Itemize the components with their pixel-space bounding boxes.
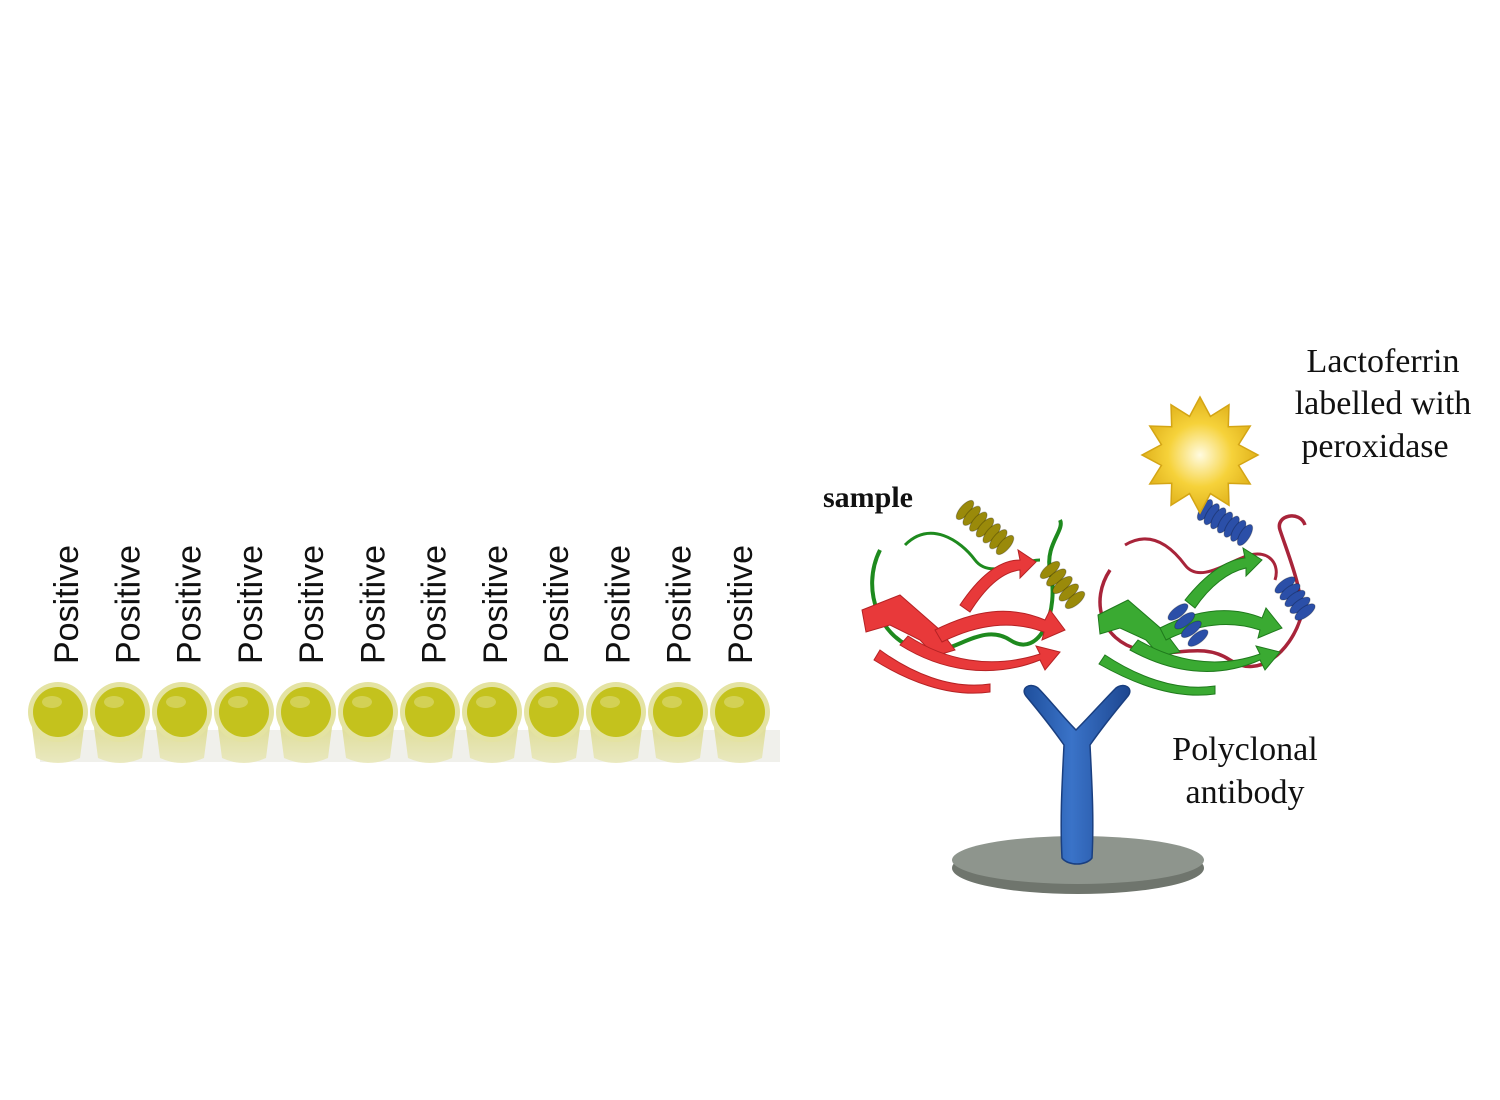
well-liquid xyxy=(467,687,517,737)
well-highlight xyxy=(600,696,620,708)
sample-beta-sheet xyxy=(959,548,1037,613)
conjugate-helix xyxy=(1274,576,1316,621)
helix-turn xyxy=(1236,523,1254,547)
conjugate-label-line: labelled with xyxy=(1295,385,1472,422)
conjugate-protein xyxy=(1097,498,1316,696)
well-label: Positive xyxy=(416,545,454,664)
well-label: Positive xyxy=(232,545,270,664)
well xyxy=(524,682,584,763)
conjugate-beta-sheet xyxy=(1184,546,1263,609)
well-liquid xyxy=(219,687,269,737)
conjugate-label-line: peroxidase xyxy=(1301,428,1448,465)
well xyxy=(90,682,150,763)
helix-turn xyxy=(1180,620,1202,639)
conjugate-label: Lactoferrin labelled with peroxidase xyxy=(1295,343,1472,465)
antibody-icon xyxy=(1023,684,1131,865)
conjugate-beta-sheet xyxy=(1129,639,1281,672)
sample-beta-sheet xyxy=(899,635,1061,672)
helix-turn xyxy=(1174,611,1196,630)
conjugate-label-line: Lactoferrin xyxy=(1307,343,1460,380)
well-highlight xyxy=(352,696,372,708)
well xyxy=(214,682,274,763)
well-label: Positive xyxy=(661,545,699,664)
well-liquid xyxy=(405,687,455,737)
well-highlight xyxy=(290,696,310,708)
well-liquid xyxy=(33,687,83,737)
well xyxy=(28,682,88,763)
conjugate-coil xyxy=(1124,537,1278,581)
well-highlight xyxy=(166,696,186,708)
well-label: Positive xyxy=(293,545,331,664)
antibody-label-line: antibody xyxy=(1186,774,1305,811)
sample-beta-sheet xyxy=(873,649,991,694)
well xyxy=(462,682,522,763)
sample-helix xyxy=(1039,560,1086,610)
sample-label: sample xyxy=(823,481,913,514)
well-highlight xyxy=(228,696,248,708)
well-highlight xyxy=(662,696,682,708)
well xyxy=(400,682,460,763)
conjugate-helix xyxy=(1167,603,1209,647)
well-liquid xyxy=(343,687,393,737)
conjugate-coil xyxy=(1098,514,1307,669)
well-label: Positive xyxy=(171,545,209,664)
well-label: Positive xyxy=(477,545,515,664)
sample-beta-sheet xyxy=(934,609,1066,643)
well-label: Positive xyxy=(109,545,147,664)
helix-turn xyxy=(1294,603,1316,621)
sample-helix xyxy=(955,499,1015,556)
well-liquid xyxy=(95,687,145,737)
antibody-label: Polyclonal antibody xyxy=(1172,731,1317,811)
conjugate-helix xyxy=(1196,498,1254,547)
well xyxy=(338,682,398,763)
well-liquid xyxy=(653,687,703,737)
well-highlight xyxy=(104,696,124,708)
antibody-shape xyxy=(1023,684,1131,865)
well-label: Positive xyxy=(48,545,86,664)
well xyxy=(586,682,646,763)
well xyxy=(710,682,770,763)
well-highlight xyxy=(724,696,744,708)
well-liquid xyxy=(591,687,641,737)
well-label: Positive xyxy=(538,545,576,664)
helix-turn xyxy=(1167,603,1189,621)
well-highlight xyxy=(414,696,434,708)
well-liquid xyxy=(715,687,765,737)
well xyxy=(152,682,212,763)
well-highlight xyxy=(476,696,496,708)
well xyxy=(648,682,708,763)
wells xyxy=(28,682,770,763)
well xyxy=(276,682,336,763)
well-labels: Positive Positive Positive Positive Positive… xyxy=(48,545,760,664)
well-label: Positive xyxy=(600,545,638,664)
helix-turn xyxy=(1064,590,1086,610)
conjugate-beta-sheet xyxy=(1098,654,1216,696)
helix-turn xyxy=(1187,629,1209,647)
sample-protein xyxy=(861,499,1086,694)
well-liquid xyxy=(529,687,579,737)
well-label: Positive xyxy=(722,545,760,664)
well-highlight xyxy=(538,696,558,708)
well-strip: Positive Positive Positive Positive Positive… xyxy=(28,545,780,763)
helix-turn xyxy=(995,534,1015,556)
antibody-label-line: Polyclonal xyxy=(1172,731,1317,768)
peroxidase-star-icon xyxy=(1140,395,1260,515)
well-label: Positive xyxy=(354,545,392,664)
well-liquid xyxy=(281,687,331,737)
well-highlight xyxy=(42,696,62,708)
well-liquid xyxy=(157,687,207,737)
